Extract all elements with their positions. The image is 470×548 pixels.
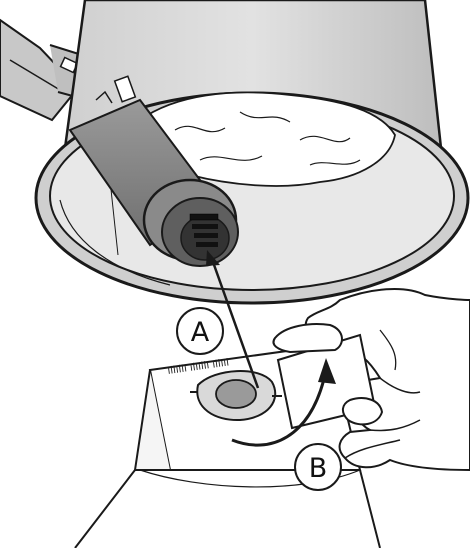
callout-b-label: B xyxy=(309,453,328,484)
arrow-a xyxy=(206,250,260,389)
inlet-tube xyxy=(68,98,239,267)
callout-a-label: A xyxy=(191,317,210,348)
callout-b: B xyxy=(294,443,342,491)
callout-a: A xyxy=(176,307,224,355)
arrow-b xyxy=(231,358,336,447)
bag-opening xyxy=(215,379,257,409)
